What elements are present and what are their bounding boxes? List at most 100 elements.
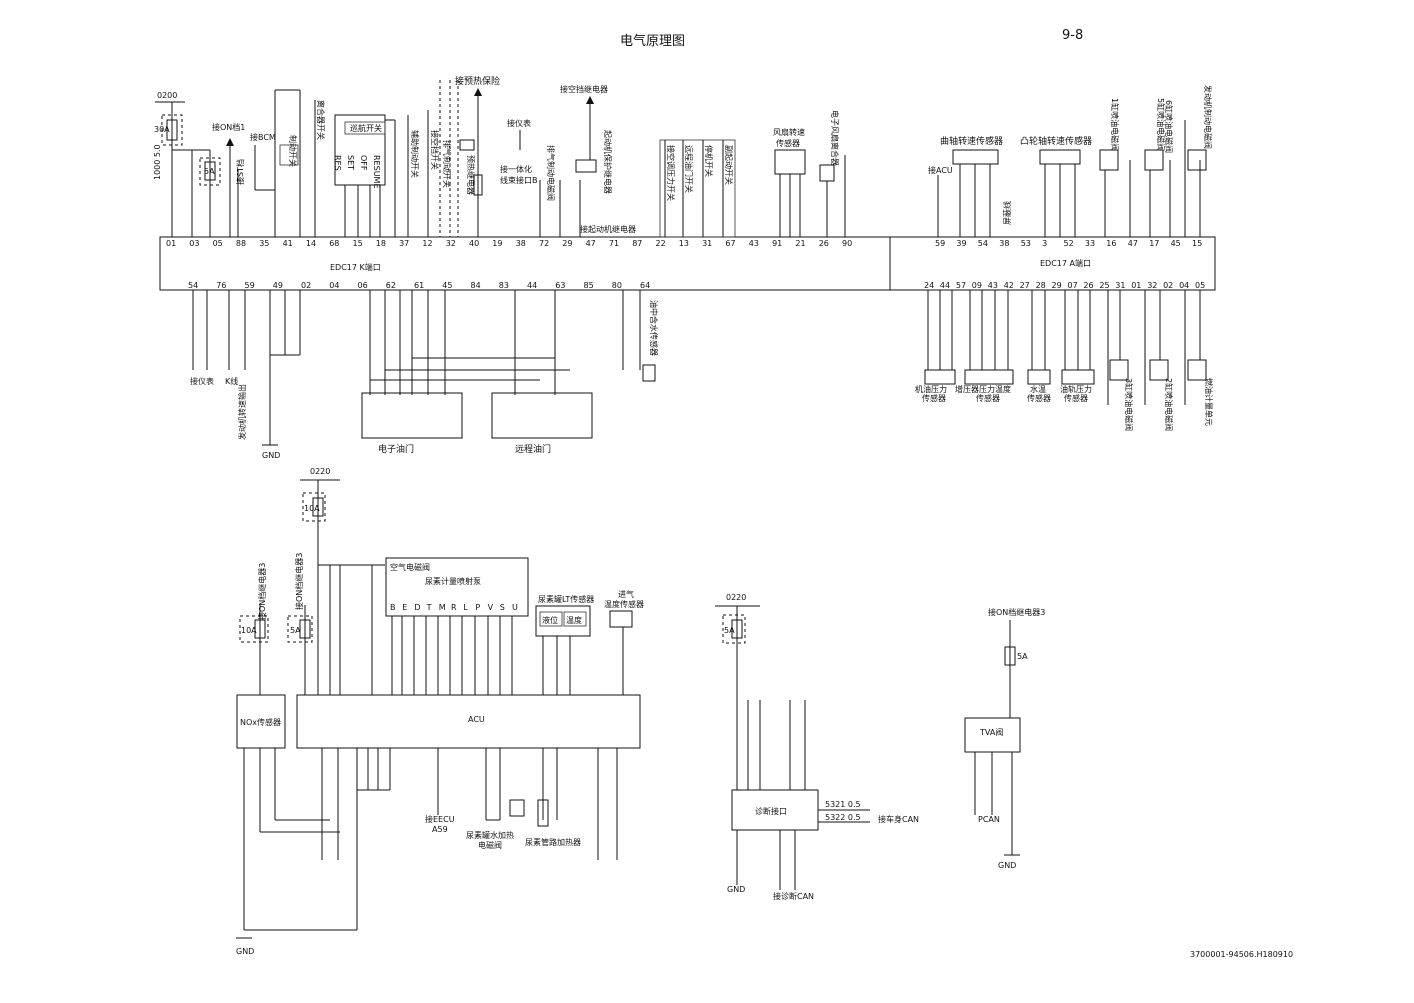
pin-label: 84 bbox=[471, 281, 481, 290]
page-number: 9-8 bbox=[1062, 28, 1083, 43]
pin-label: 31 bbox=[702, 239, 712, 248]
label-air-valve: 空气电磁阀 bbox=[390, 562, 430, 572]
label-temp: 温度 bbox=[566, 615, 582, 625]
svg-text:传感器: 传感器 bbox=[1064, 393, 1088, 403]
label-bcm: 接BCM bbox=[250, 132, 276, 142]
label-stop-switch: 停机开关 bbox=[704, 145, 714, 177]
label-ac-switch: 接空调压力开关 bbox=[666, 145, 676, 201]
pin-label: 04 bbox=[329, 281, 339, 290]
svg-text:电磁阀: 电磁阀 bbox=[478, 840, 502, 850]
pin-label: 52 bbox=[1064, 239, 1074, 248]
label-oil-pressure: 机油压力 bbox=[915, 384, 947, 394]
wire-5321: 5321 0.5 bbox=[825, 800, 861, 809]
pin-label: 19 bbox=[492, 239, 502, 248]
label-gnd-k: GND bbox=[262, 451, 280, 460]
pin-label: 76 bbox=[216, 281, 226, 290]
cruise-switch-box bbox=[334, 114, 386, 186]
pin-label: R bbox=[451, 603, 457, 612]
preheat-relay bbox=[459, 139, 475, 151]
pin-label: 29 bbox=[562, 239, 572, 248]
label-neutral-relay: 接空挡继电器 bbox=[560, 84, 608, 94]
label-meter: 接仪表 bbox=[507, 118, 531, 128]
label-cyl2: 2缸喷油电磁阀 bbox=[1164, 378, 1174, 431]
fan-speed-sensor bbox=[774, 149, 806, 175]
pin-label: 44 bbox=[940, 281, 950, 290]
label-cam-sensor: 凸轮轴转速传感器 bbox=[1020, 135, 1092, 147]
wire-5322: 5322 0.5 bbox=[825, 813, 861, 822]
acu-wiring bbox=[243, 565, 624, 931]
fuse-10a2-label: 10A bbox=[241, 626, 257, 635]
label-level: 液位 bbox=[542, 615, 558, 625]
label-exh-brake-switch: 排气制动开关 bbox=[442, 140, 452, 188]
injector-cyl1: 1缸喷油电磁阀 bbox=[1099, 98, 1131, 237]
pin-label: 07 bbox=[1068, 281, 1078, 290]
label-gnd3: GND bbox=[998, 861, 1016, 870]
pin-label: 37 bbox=[399, 239, 409, 248]
pin-label: 59 bbox=[245, 281, 255, 290]
label-cruise-switch: 巡航开关 bbox=[350, 123, 382, 133]
label-rpm-out: 发动机转速输出 bbox=[237, 384, 247, 440]
fuse-5a-label: 5A bbox=[204, 167, 215, 176]
pin-label: 13 bbox=[679, 239, 689, 248]
pin-label: 87 bbox=[632, 239, 642, 248]
pin-label: 39 bbox=[956, 239, 966, 248]
pin-label: 83 bbox=[499, 281, 509, 290]
fuse-5a bbox=[204, 161, 216, 181]
pin-label: 90 bbox=[842, 239, 852, 248]
label-gnd-bottom: GND bbox=[236, 947, 254, 956]
label-fan-clutch: 电子风扇离合器 bbox=[830, 110, 840, 166]
pin-label: 35 bbox=[259, 239, 269, 248]
pin-label: 31 bbox=[1115, 281, 1125, 290]
pin-label: E bbox=[402, 603, 407, 612]
fuse-5a-b-label: 5A bbox=[724, 626, 735, 635]
remote-pedal bbox=[491, 392, 593, 439]
label-acu-link: 接ACU bbox=[928, 165, 953, 175]
pin-label: T bbox=[426, 603, 432, 612]
pin-label: 72 bbox=[539, 239, 549, 248]
fuse-5a-c-label: 5A bbox=[1017, 652, 1028, 661]
label-eecu: 接EECU bbox=[425, 814, 455, 824]
svg-text:传感器: 传感器 bbox=[922, 393, 946, 403]
label-gear-switch: 接空挡开关 bbox=[430, 130, 440, 170]
pin-label: 28 bbox=[1036, 281, 1046, 290]
pin-label: 45 bbox=[1171, 239, 1181, 248]
pin-label: 68 bbox=[329, 239, 339, 248]
pin-label: 24 bbox=[924, 281, 934, 290]
urea-pump bbox=[385, 557, 529, 617]
label-exh-valve: 排气制动电磁阀 bbox=[546, 145, 556, 201]
label-diag: 诊断接口 bbox=[755, 806, 787, 816]
svg-text:传感器: 传感器 bbox=[976, 393, 1000, 403]
label-coolant: 水温 bbox=[1030, 384, 1046, 394]
svg-text:传感器: 传感器 bbox=[1027, 393, 1051, 403]
pin-label: P bbox=[475, 603, 480, 612]
label-gnd2: GND bbox=[727, 885, 745, 894]
net-0220-label: 0220 bbox=[310, 467, 330, 476]
label-pipe-heater: 尿素管路加热器 bbox=[525, 837, 581, 847]
label-epedal: 电子油门 bbox=[378, 443, 414, 455]
pin-label: 61 bbox=[414, 281, 424, 290]
pin-label: 01 bbox=[166, 239, 176, 248]
fuse-30a-label: 30A bbox=[154, 125, 170, 134]
net-0220b-label: 0220 bbox=[726, 593, 746, 602]
pin-label: 03 bbox=[189, 239, 199, 248]
fuse-10a-label: 10A bbox=[304, 504, 320, 513]
pin-label: 54 bbox=[188, 281, 198, 290]
label-on1: 接ON档1 bbox=[212, 122, 245, 132]
pin-label: 22 bbox=[656, 239, 666, 248]
pin-label: 18 bbox=[376, 239, 386, 248]
document-number: 3700001-94506.H180910 bbox=[1190, 950, 1293, 959]
pin-label: 47 bbox=[1128, 239, 1138, 248]
pin-label: 3 bbox=[1042, 239, 1047, 248]
label-metering-unit: 燃油计量单元 bbox=[1204, 378, 1214, 426]
label-boost-sensor: 增压器压力温度 bbox=[955, 384, 1011, 394]
crank-sensor bbox=[952, 149, 999, 165]
label-harness: 接一体化 bbox=[500, 164, 532, 174]
pin-label: 26 bbox=[1083, 281, 1093, 290]
fuse-30a bbox=[166, 119, 178, 141]
edc17-a-port-block bbox=[889, 236, 1216, 291]
label-shield-a: 屏蔽线 bbox=[1002, 201, 1012, 225]
pin-label: 32 bbox=[446, 239, 456, 248]
